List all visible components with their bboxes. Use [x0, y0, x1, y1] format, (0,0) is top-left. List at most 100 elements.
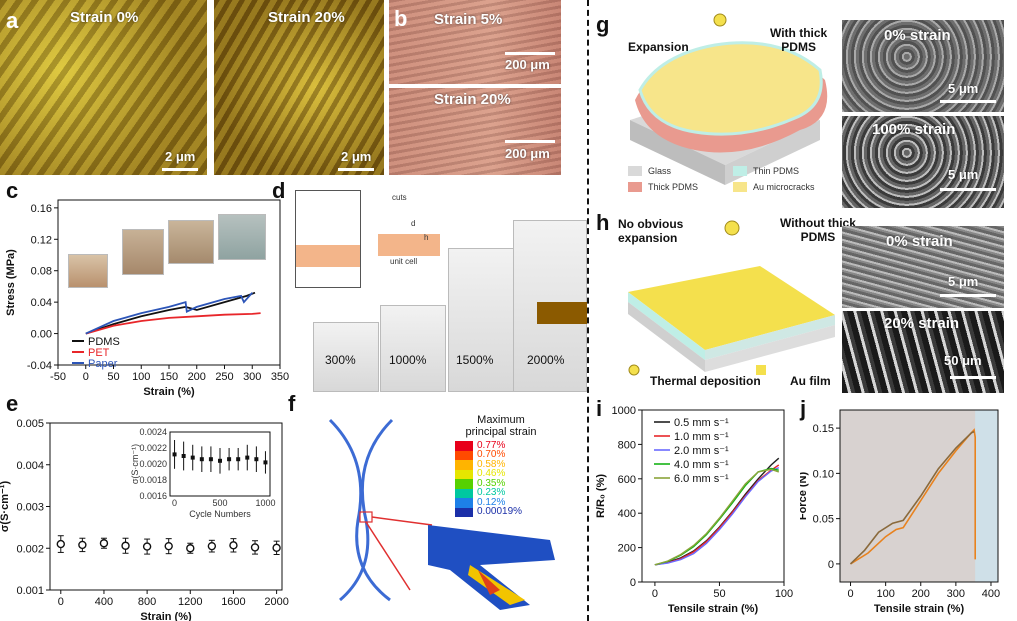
panel-label-d: d: [272, 178, 286, 203]
sem-label: 100% strain: [872, 121, 956, 138]
h-label: h: [424, 233, 429, 242]
legend-color-swatch: [455, 460, 473, 470]
series-line: [849, 430, 975, 565]
inset-y-tick-label: 0.0020: [139, 459, 167, 469]
scale-bar-label: 5 μm: [948, 81, 979, 96]
panel-divider: [587, 0, 589, 621]
x-tick-label: 1200: [178, 596, 202, 608]
title-line-2: PDMS: [781, 40, 816, 54]
legend-value: 0.35%: [477, 477, 506, 489]
inset-data-point: [190, 455, 195, 460]
inset-data-point: [227, 457, 232, 462]
y-tick-label: 0.12: [31, 234, 52, 246]
data-point: [78, 540, 87, 550]
inset-y-axis-label: σ(S·cm⁻¹): [130, 444, 140, 484]
unit-cell-label: unit cell: [390, 257, 418, 266]
x-tick-label: 400: [95, 596, 113, 608]
scale-bar: [940, 188, 996, 191]
x-tick-label: 0: [652, 588, 658, 600]
kirigami-photo-1000: [380, 305, 446, 392]
with-thick-pdms-title: With thick PDMS: [770, 26, 827, 54]
x-tick-label: 200: [912, 588, 930, 600]
legend-label: 1.0 mm s⁻¹: [674, 431, 729, 443]
scale-bar-label: 200 μm: [505, 146, 550, 161]
y-tick-label: 0.004: [16, 460, 44, 472]
legend-color-swatch: [455, 441, 473, 451]
scale-bar-label: 5 μm: [948, 274, 979, 289]
sem-image-0-strain: [842, 20, 1004, 112]
scale-bar-label: 50 μm: [944, 353, 982, 368]
legend-label: PET: [88, 347, 110, 359]
scale-bar-label: 200 μm: [505, 57, 550, 72]
y-tick-label: 600: [618, 474, 636, 486]
legend-row: 0.70%: [455, 449, 522, 461]
optical-image-strain-20: [389, 88, 561, 175]
y-tick-label: 0.16: [31, 203, 52, 215]
x-tick-label: -50: [50, 371, 66, 383]
legend-row: 0.35%: [455, 477, 522, 489]
optical-label-strain-20: Strain 20%: [434, 91, 511, 108]
photo-label: 2000%: [527, 353, 565, 367]
legend-row: 0.23%: [455, 487, 522, 499]
inset-data-point: [263, 460, 268, 465]
data-point: [99, 539, 109, 548]
x-tick-label: 100: [775, 588, 793, 600]
sem-label: 0% strain: [886, 233, 953, 250]
y-tick-label: 0.002: [16, 543, 44, 555]
inset-frame: [169, 431, 271, 497]
legend-color-swatch: [455, 479, 473, 489]
x-axis-label: Tensile strain (%): [874, 603, 965, 615]
scale-bar: [162, 168, 198, 171]
panel-label-b: b: [394, 6, 408, 31]
label-line-2: expansion: [618, 231, 678, 245]
x-tick-label: 150: [160, 371, 178, 383]
legend-value: 0.70%: [477, 449, 506, 461]
y-tick-label: 800: [618, 439, 636, 451]
data-point: [250, 543, 260, 552]
data-point: [186, 544, 195, 553]
x-tick-label: 0: [847, 588, 853, 600]
y-tick-label: 0.04: [31, 297, 52, 309]
x-tick-label: 300: [947, 588, 965, 600]
y-tick-label: 0.05: [813, 514, 834, 526]
sem-image-20-strain: [842, 311, 1004, 393]
legend-label: Thin PDMS: [753, 166, 800, 176]
inset-data-point: [199, 457, 204, 462]
axes-frame: [839, 409, 999, 583]
inset-photo: [218, 214, 266, 260]
legend-color-swatch: [628, 166, 642, 176]
legend-label: PDMS: [88, 336, 120, 348]
legend-row: 0.58%: [455, 459, 522, 470]
inset-y-tick-label: 0.0022: [139, 443, 167, 453]
data-point: [56, 539, 65, 549]
inset-photo: [68, 254, 108, 288]
legend-value: 0.00019%: [477, 506, 523, 518]
x-tick-label: 50: [107, 371, 119, 383]
y-tick-label: 0.003: [16, 502, 44, 514]
x-tick-label: 2000: [264, 596, 288, 608]
sem-image-100-strain: [842, 116, 1004, 208]
photo-label: 1000%: [389, 353, 427, 367]
y-axis-label: σ(S·cm⁻¹): [0, 481, 11, 533]
scale-bar: [940, 100, 996, 103]
legend-value: 0.23%: [477, 487, 506, 499]
scale-bar: [505, 52, 555, 55]
x-tick-label: 50: [713, 588, 725, 600]
inset-y-tick-label: 0.0018: [139, 475, 167, 485]
panel-label-c: c: [6, 178, 19, 203]
strain-legend: 0.77%0.70%0.58%0.46%0.35%0.23%0.12%0.000…: [455, 440, 523, 518]
marker-block: [537, 302, 587, 324]
data-point: [229, 541, 238, 550]
panel-label-j: j: [800, 396, 807, 421]
legend-label: 6.0 mm s⁻¹: [674, 473, 729, 485]
legend-color-swatch: [733, 182, 747, 192]
y-tick-label: 0: [828, 559, 834, 571]
y-tick-label: 0.001: [16, 585, 44, 597]
legend-color-swatch: [455, 507, 473, 517]
inset-data-point: [172, 452, 177, 457]
kirigami-schematic: [295, 190, 361, 288]
without-thick-pdms-title: Without thick PDMS: [780, 216, 856, 244]
y-tick-label: 0.005: [16, 418, 44, 430]
